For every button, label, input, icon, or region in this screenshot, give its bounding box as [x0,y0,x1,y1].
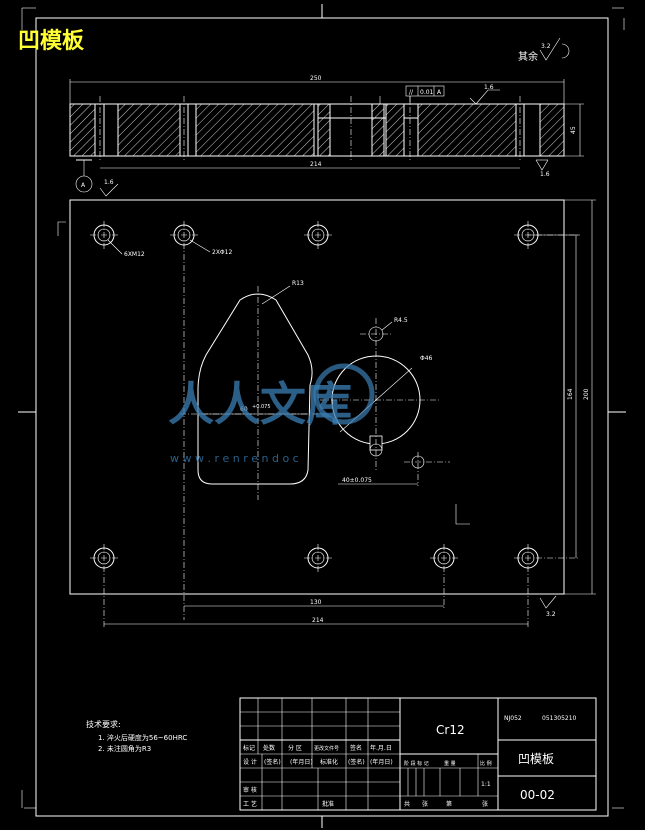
dim-250: 250 [310,75,322,82]
project-code: NJ052 [504,715,522,722]
svg-text:比 例: 比 例 [480,760,492,767]
svg-text:w w w . r e n r e n d o c: w w w . r e n r e n d o c [170,452,299,465]
drawing-number: 00-02 [520,788,555,802]
punch-profile-left [197,293,313,485]
svg-text:张: 张 [482,800,488,808]
svg-text:人人文库: 人人文库 [168,377,352,431]
svg-text:其余: 其余 [518,50,538,63]
material: Cr12 [436,723,465,737]
svg-text:工 艺: 工 艺 [243,800,257,808]
svg-text:1.6: 1.6 [484,84,494,91]
svg-text:签名: 签名 [350,744,362,752]
drawing-title: 凹模板 [18,29,85,54]
section-view: 250 45 214 [69,75,584,197]
technical-requirements: 技术要求: 1. 淬火后硬度为56~60HRC 2. 未注圆角为R3 [86,719,187,753]
svg-text:分 区: 分 区 [288,744,302,752]
svg-text:(年月日): (年月日) [370,758,393,766]
svg-text:共: 共 [404,800,410,808]
dim-130: 130 [310,599,322,606]
title-block: 标记 处数 分 区 更改文件号 签名 年.月.日 设 计 (签名) (年月日) … [239,697,597,811]
svg-text://: // [409,89,414,96]
svg-text:A: A [437,89,442,96]
svg-text:1. 淬火后硬度为56~60HRC: 1. 淬火后硬度为56~60HRC [98,733,187,742]
svg-text:批准: 批准 [322,800,334,808]
svg-text:(签名): (签名) [264,758,281,766]
drawing-frame [18,4,626,828]
plan-view: 6XM12 2XΦ12 R13 60 +0.075 R4.5 Φ46 40±0.… [57,199,596,628]
svg-text:A: A [81,182,86,189]
dim-164: 164 [567,388,574,400]
svg-text:张: 张 [422,800,428,808]
part-name: 凹模板 [518,752,554,766]
dim-60: 60 [240,406,248,413]
svg-text:(签名): (签名) [348,758,365,766]
dim-200: 200 [583,388,590,400]
student-id: 051305210 [542,715,577,722]
label-6xm12: 6XM12 [124,251,145,258]
svg-text:重 量: 重 量 [444,760,456,767]
svg-text:阶 段 标 记: 阶 段 标 记 [404,760,429,767]
svg-text:1.6: 1.6 [540,171,550,178]
svg-text:标准化: 标准化 [320,758,338,766]
svg-text:1.6: 1.6 [104,179,114,186]
svg-text:+0.075: +0.075 [252,404,271,410]
svg-text:3.2: 3.2 [541,43,551,50]
svg-text:标记: 标记 [243,744,255,752]
label-r13: R13 [292,280,304,287]
svg-text:设 计: 设 计 [243,758,257,766]
label-r45: R4.5 [394,317,408,324]
svg-text:年.月.日: 年.月.日 [370,744,392,752]
bolt-holes [90,221,580,628]
dim-214-section: 214 [310,161,322,168]
svg-text:第: 第 [446,800,452,808]
svg-text:更改文件号: 更改文件号 [314,745,339,752]
dim-45: 45 [570,126,577,134]
svg-text:(年月日): (年月日) [290,758,313,766]
label-d46: Φ46 [420,355,433,362]
scale: 1:1 [481,781,491,788]
svg-text:3.2: 3.2 [546,611,556,618]
watermark: 人人文库 w w w . r e n r e n d o c [168,363,375,465]
dim-40: 40±0.075 [342,477,372,484]
svg-text:处数: 处数 [263,744,275,752]
label-2x12: 2XΦ12 [212,249,232,256]
surface-note: 其余 3.2 [518,37,570,63]
svg-text:2. 未注圆角为R3: 2. 未注圆角为R3 [98,744,151,753]
svg-text:审 核: 审 核 [243,786,257,794]
dim-214-plan: 214 [312,617,324,624]
svg-text:技术要求:: 技术要求: [86,719,121,729]
tolerance-value: 0.01 [420,89,434,96]
